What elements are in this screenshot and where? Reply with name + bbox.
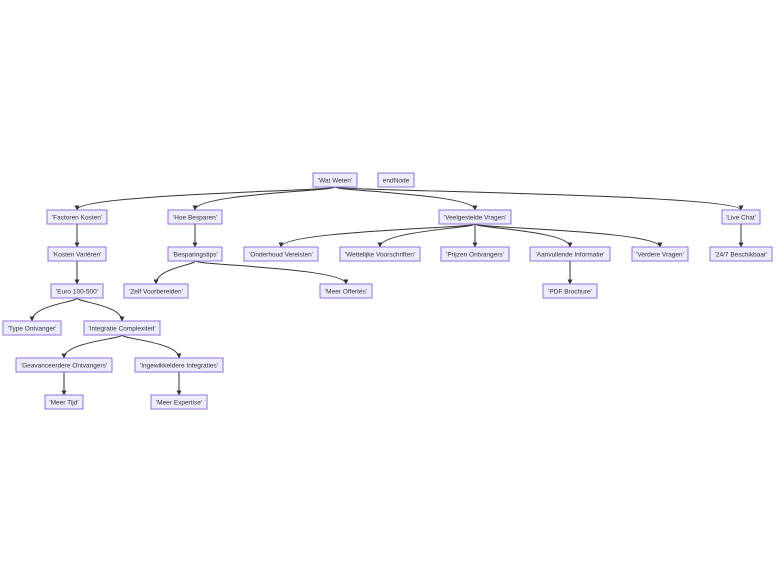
- edges-layer: [29, 186, 744, 396]
- node-box: [44, 394, 84, 410]
- edge-euro-to-integ: [76, 297, 125, 322]
- node-pdf[interactable]: 'PDF Brochure': [542, 283, 598, 299]
- node-box: [312, 172, 358, 188]
- node-label: 'Verdere Vragen': [636, 251, 684, 258]
- node-type[interactable]: 'Type Ontvanger': [2, 320, 62, 336]
- node-verdere[interactable]: 'Verdere Vragen': [631, 246, 689, 262]
- node-box: [2, 320, 62, 336]
- node-aanv[interactable]: 'Aanvullende Informatie': [529, 246, 611, 262]
- node-label: 'Wettelijke Voorschriften': [345, 251, 415, 258]
- node-root[interactable]: 'Wat Weten': [312, 172, 358, 188]
- node-box: [83, 320, 161, 336]
- node-label: endNode: [383, 177, 410, 184]
- node-geav[interactable]: 'Geavanceerdere Ontvangers': [15, 357, 113, 373]
- node-box: [243, 246, 319, 262]
- node-bespar[interactable]: 'Besparingstips': [167, 246, 223, 262]
- node-offertes[interactable]: 'Meer Offertes': [319, 283, 373, 299]
- nodes-layer: 'Wat Weten' endNode 'Factoren Kosten' 'Hoe …: [2, 172, 773, 410]
- node-box: [46, 209, 108, 225]
- node-box: [15, 357, 113, 373]
- node-box: [123, 283, 189, 299]
- node-box: [529, 246, 611, 262]
- edge-veel-to-aanv: [474, 223, 573, 248]
- node-besch[interactable]: '24/7 Beschikbaar': [709, 246, 773, 262]
- node-exp[interactable]: 'Meer Expertise': [150, 394, 208, 410]
- node-label: 'Ingewikkeldere Integraties': [140, 362, 218, 369]
- node-label: 'Type Ontvanger': [8, 325, 57, 332]
- node-box: [47, 246, 107, 262]
- edge-veel-to-verdere: [474, 223, 663, 248]
- node-label: 'Integratie Complexiteit': [88, 325, 155, 332]
- node-label: 'Prijzen Ontvangers': [446, 251, 504, 258]
- node-label: 'Meer Expertise': [156, 399, 202, 406]
- edge-root-to-hoe: [192, 186, 336, 211]
- node-box: [709, 246, 773, 262]
- edge-bespar-to-offertes: [194, 260, 349, 285]
- node-tijd[interactable]: 'Meer Tijd': [44, 394, 84, 410]
- node-label: 'Besparingstips': [172, 251, 217, 258]
- node-box: [167, 246, 223, 262]
- node-hoe[interactable]: 'Hoe Besparen': [167, 209, 223, 225]
- edge-veel-to-onder: [278, 223, 476, 248]
- node-box: [134, 357, 224, 373]
- node-euro[interactable]: 'Euro 100-500': [50, 283, 104, 299]
- node-zelf[interactable]: 'Zelf Voorbereiden': [123, 283, 189, 299]
- edge-veel-to-wett: [377, 223, 476, 248]
- node-box: [50, 283, 104, 299]
- node-label: 'Euro 100-500': [56, 288, 98, 295]
- node-label: 'Wat Weten': [318, 177, 352, 184]
- node-label: 'Zelf Voorbereiden': [129, 288, 183, 295]
- edge-integ-to-geav: [61, 334, 123, 359]
- node-label: 'Live Chat': [726, 214, 756, 221]
- edge-euro-to-type: [29, 297, 78, 322]
- node-label: 'PDF Brochure': [548, 288, 592, 295]
- node-label: 'Hoe Besparen': [173, 214, 217, 221]
- edge-bespar-to-zelf: [153, 260, 196, 285]
- node-label: 'Onderhoud Vereisten': [249, 251, 313, 258]
- node-box: [631, 246, 689, 262]
- node-veel[interactable]: 'Veelgestelde Vragen': [438, 209, 512, 225]
- node-box: [438, 209, 512, 225]
- node-label: 'Aanvullende Informatie': [536, 251, 605, 258]
- node-box: [319, 283, 373, 299]
- node-ingew[interactable]: 'Ingewikkeldere Integraties': [134, 357, 224, 373]
- node-prijzen[interactable]: 'Prijzen Ontvangers': [440, 246, 510, 262]
- node-label: 'Kosten Variëren': [53, 251, 102, 258]
- node-integ[interactable]: 'Integratie Complexiteit': [83, 320, 161, 336]
- node-box: [377, 172, 415, 188]
- node-box: [721, 209, 761, 225]
- node-box: [339, 246, 421, 262]
- node-box: [440, 246, 510, 262]
- node-endNode[interactable]: endNode: [377, 172, 415, 188]
- node-label: 'Veelgestelde Vragen': [444, 214, 506, 221]
- edge-root-to-veel: [334, 186, 478, 211]
- node-factoren[interactable]: 'Factoren Kosten': [46, 209, 108, 225]
- node-kosten[interactable]: 'Kosten Variëren': [47, 246, 107, 262]
- node-box: [150, 394, 208, 410]
- node-box: [542, 283, 598, 299]
- edge-integ-to-ingew: [121, 334, 182, 359]
- edge-root-to-factoren: [74, 186, 336, 211]
- edge-root-to-live: [334, 186, 744, 211]
- node-wett[interactable]: 'Wettelijke Voorschriften': [339, 246, 421, 262]
- node-label: '24/7 Beschikbaar': [715, 251, 768, 258]
- node-label: 'Meer Tijd': [49, 399, 78, 406]
- node-box: [167, 209, 223, 225]
- node-onder[interactable]: 'Onderhoud Vereisten': [243, 246, 319, 262]
- node-label: 'Geavanceerdere Ontvangers': [21, 362, 107, 369]
- node-live[interactable]: 'Live Chat': [721, 209, 761, 225]
- node-label: 'Factoren Kosten': [52, 214, 102, 221]
- node-label: 'Meer Offertes': [325, 288, 367, 295]
